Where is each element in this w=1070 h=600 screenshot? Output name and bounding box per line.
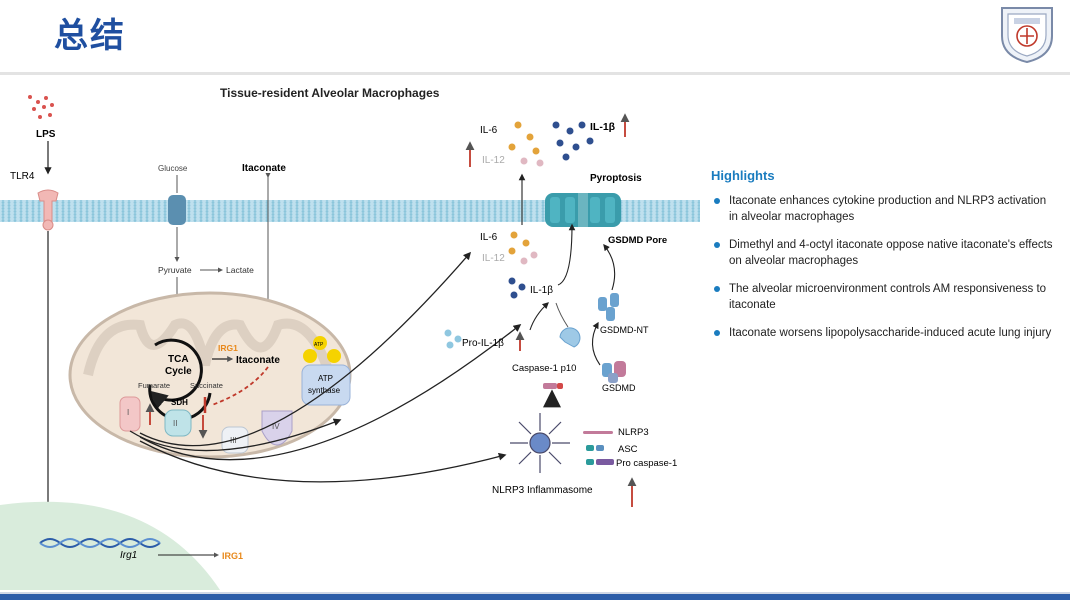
highlight-item: Itaconate worsens lipopolysaccharide-ind… (711, 325, 1056, 341)
nlrp3-inflammasome (510, 413, 570, 473)
university-logo (1001, 7, 1053, 64)
il6-top-label: IL-6 (480, 125, 498, 136)
il12-top-label: IL-12 (482, 155, 505, 166)
pathway-diagram: Tissue-resident Alveolar Macrophages LPS… (0, 86, 700, 590)
highlights-panel: Highlights Itaconate enhances cytokine p… (711, 168, 1056, 353)
pro-il1b-cleavage-arrow (529, 302, 549, 331)
footer-rule (0, 592, 1070, 594)
lactate-label: Lactate (226, 265, 254, 275)
nlrp3-legend-label: NLRP3 (618, 427, 649, 438)
itaconate-top-label: Itaconate (242, 163, 286, 174)
gsdmd-pore-label: GSDMD Pore (608, 235, 667, 246)
gsdmd-nt-label: GSDMD-NT (600, 325, 649, 335)
atp-synthase (301, 364, 351, 406)
nlrp3-component (583, 431, 613, 434)
irg1-gene-label: Irg1 (120, 550, 137, 561)
active-caspase1 (543, 383, 563, 389)
pyruvate-label: Pyruvate (158, 265, 192, 275)
tlr4-label: TLR4 (10, 171, 35, 182)
fumarate-label: Fumarate (138, 381, 170, 390)
glucose-transporter (168, 195, 186, 225)
pro-caspase-component (586, 459, 614, 465)
gsdmd-cleavage-arrow (591, 321, 601, 366)
figure-title: Tissue-resident Alveolar Macrophages (220, 86, 440, 100)
complex-i-label: I (127, 408, 129, 417)
highlights-title: Highlights (711, 168, 775, 183)
signaling-curves (129, 251, 522, 483)
pyroptosis-label: Pyroptosis (590, 173, 642, 184)
pro-caspase-legend-label: Pro caspase-1 (616, 458, 677, 469)
complex-iii-label: III (230, 436, 237, 445)
tlr4-receptor (37, 189, 59, 231)
atp-text-1: ATP (314, 342, 324, 348)
atp-synthase-label-2: synthase (308, 386, 341, 395)
header-divider (0, 72, 1070, 75)
pro-il1b-molecules (444, 329, 462, 349)
tca-label: TCA (168, 354, 189, 365)
pro-il1b-label: Pro-IL-1β (462, 338, 504, 349)
intracellular-il1b (508, 277, 526, 299)
glucose-label: Glucose (158, 164, 188, 173)
il1b-mid-label: IL-1β (530, 285, 553, 296)
secreted-il6-il12 (508, 121, 544, 167)
gsdmd-label: GSDMD (602, 383, 636, 393)
caspase1-label: Caspase-1 p10 (512, 363, 576, 374)
asc-component (586, 445, 604, 451)
gsdmd-nt-pore-arrow (603, 243, 616, 291)
nucleus (0, 501, 220, 590)
complex-iv (261, 410, 293, 446)
itaconate-inhibition (211, 366, 269, 406)
caspase1-link (555, 302, 569, 328)
complex-ii (164, 409, 192, 437)
cycle-label: Cycle (165, 366, 192, 377)
il6-mid-label: IL-6 (480, 232, 498, 243)
gsdmd-molecule (602, 361, 626, 383)
asc-legend-label: ASC (618, 444, 638, 455)
intracellular-il6-il12 (508, 231, 538, 265)
lps-molecules (28, 95, 54, 119)
highlight-item: The alveolar microenvironment controls A… (711, 281, 1056, 313)
itaconate-mito-label: Itaconate (236, 355, 280, 366)
irg1-protein-label: IRG1 (222, 551, 243, 561)
gsdmd-pore (545, 193, 621, 227)
il1b-top-label: IL-1β (590, 121, 616, 133)
atp-synthase-label-1: ATP (318, 374, 333, 383)
complex-iv-label: IV (272, 422, 280, 431)
highlight-item: Dimethyl and 4-octyl itaconate oppose na… (711, 237, 1056, 269)
gsdmd-nt-molecules (598, 293, 619, 321)
il1b-release-arrow (557, 223, 576, 286)
atp-molecules (303, 336, 341, 363)
highlight-item: Itaconate enhances cytokine production a… (711, 193, 1056, 225)
inflammasome-label: NLRP3 Inflammasome (492, 485, 593, 496)
sdh-label: SDH (171, 398, 188, 407)
secreted-il1b (552, 121, 594, 161)
complex-ii-label: II (173, 419, 177, 428)
slide-title: 总结 (54, 16, 126, 56)
caspase1-p10 (559, 327, 581, 348)
il12-mid-label: IL-12 (482, 253, 505, 264)
footer-bar (0, 594, 1070, 600)
complex-i (119, 396, 141, 432)
lps-label: LPS (36, 129, 56, 140)
complex-iii (221, 426, 249, 454)
irg1-enzyme-label: IRG1 (218, 343, 238, 353)
succinate-label: Succinate (190, 381, 223, 390)
